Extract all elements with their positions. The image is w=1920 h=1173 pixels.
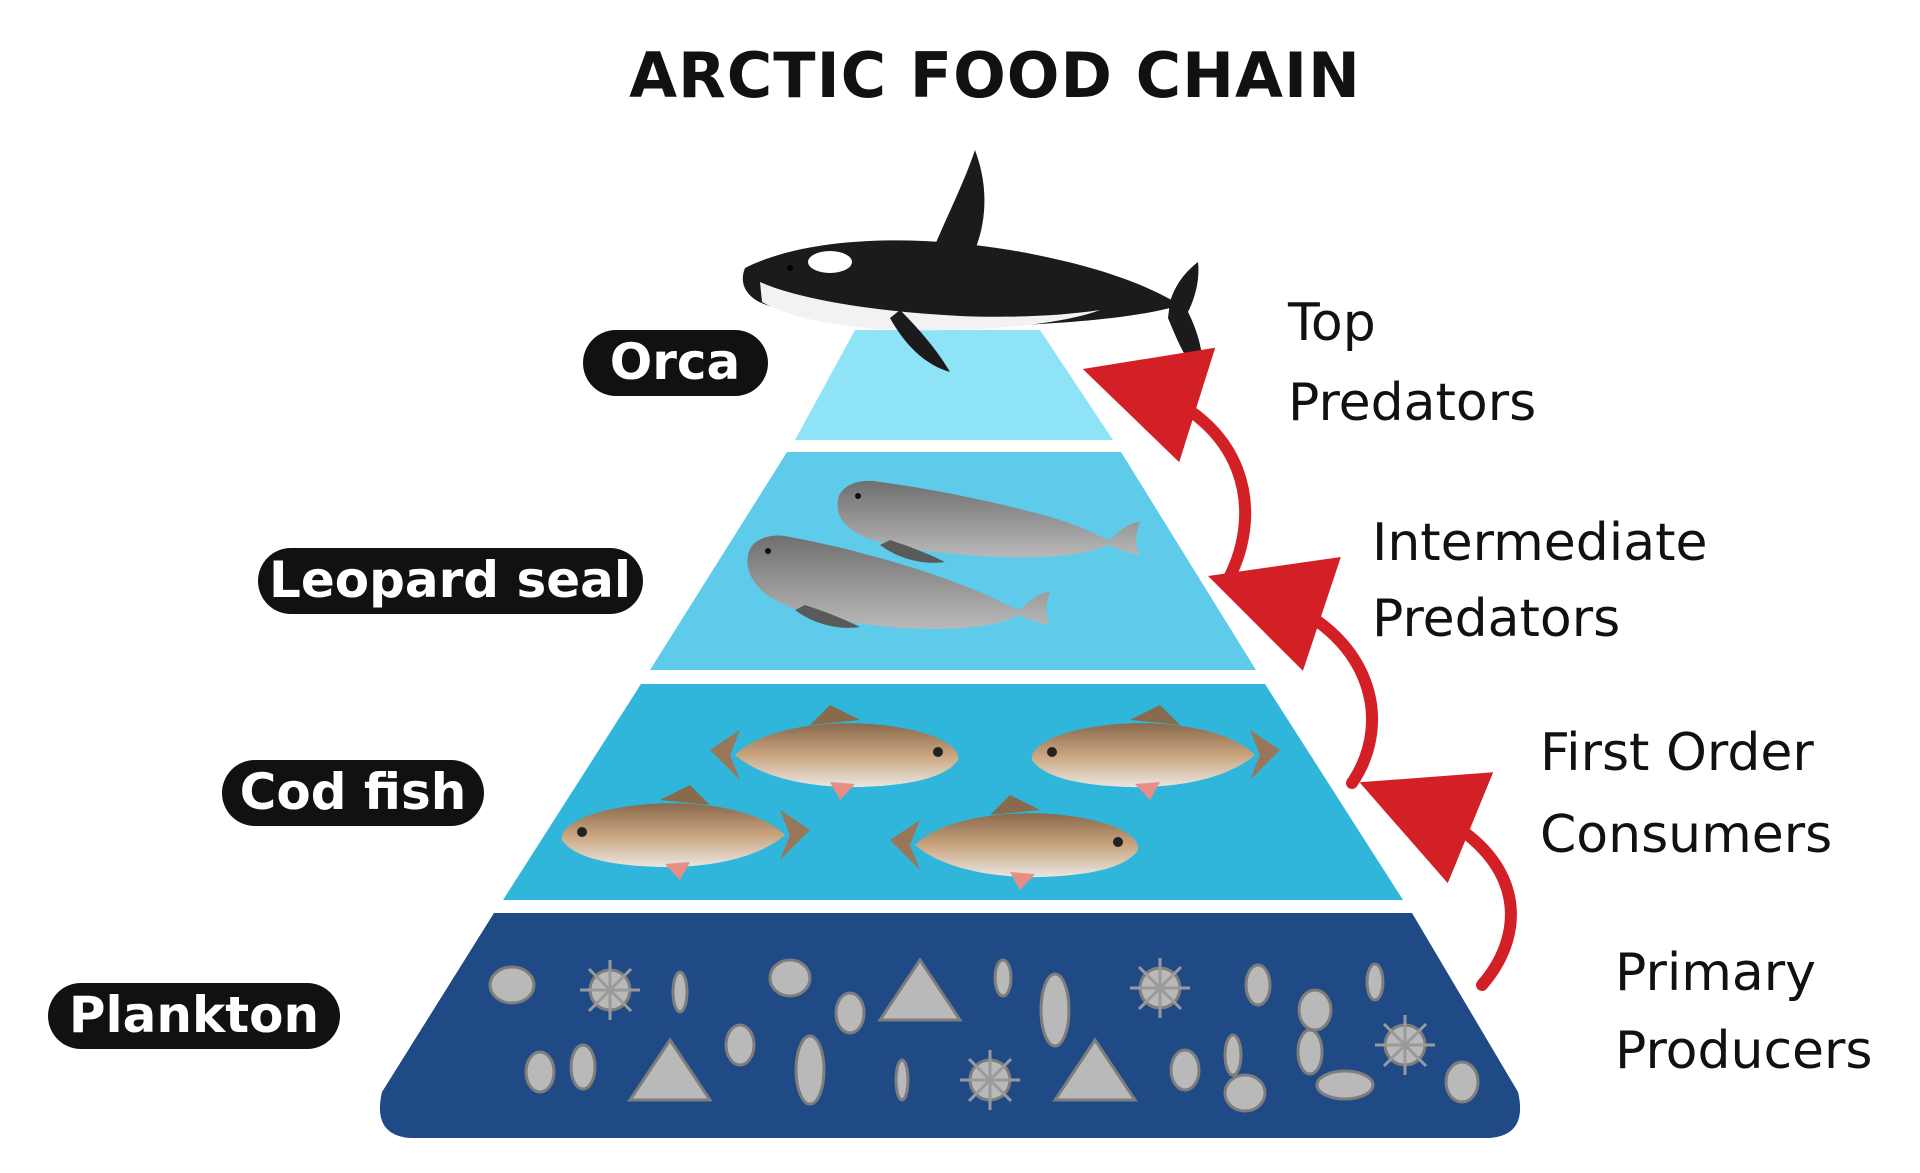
role-first-order-line2: Consumers [1540, 805, 1832, 865]
orca-icon [742, 150, 1203, 380]
organism-label-cod-fish: Cod fish [222, 760, 484, 826]
tier-primary-producers [379, 913, 1521, 1138]
organism-label-plankton: Plankton [48, 983, 340, 1049]
role-top-line2: Predators [1288, 373, 1536, 433]
organism-name: Orca [610, 333, 741, 391]
role-primary-line2: Producers [1615, 1021, 1873, 1081]
cod-fish-icon [710, 705, 959, 800]
diagram-title: ARCTIC FOOD CHAIN [629, 39, 1361, 112]
organism-name: Cod fish [240, 763, 467, 821]
seal-icon [837, 480, 1140, 563]
organism-label-orca: Orca [583, 330, 768, 396]
organism-name: Leopard seal [269, 551, 631, 609]
role-primary-line1: Primary [1615, 943, 1816, 1003]
plankton-icon [488, 957, 1480, 1113]
role-first-order-line1: First Order [1540, 723, 1814, 783]
cod-fish-icon [890, 795, 1139, 890]
organism-label-leopard-seal: Leopard seal [258, 548, 643, 614]
arrow-producers-to-consumers [1359, 772, 1517, 991]
tier-first-order-consumers [503, 684, 1403, 900]
role-top-line1: Top [1287, 293, 1376, 353]
cod-fish-icon [1031, 705, 1280, 800]
cod-fish-icon [561, 785, 810, 880]
arrow-consumers-to-intermediate [1208, 557, 1378, 789]
energy-flow-arrows [1082, 347, 1517, 991]
tier-intermediate-predators [650, 452, 1256, 670]
role-intermediate-line1: Intermediate [1372, 513, 1708, 573]
organism-name: Plankton [69, 986, 319, 1044]
arrow-intermediate-to-top [1082, 347, 1252, 586]
tier-top-predators [795, 330, 1113, 440]
seal-icon [747, 535, 1050, 629]
role-intermediate-line2: Predators [1372, 589, 1620, 649]
